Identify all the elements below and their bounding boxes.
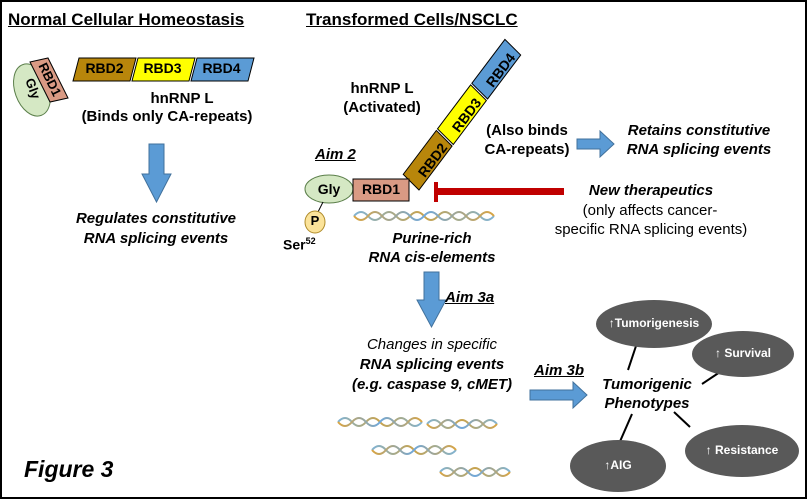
rbd4-domain-normal — [190, 57, 255, 82]
rbd2-label-normal: RBD2 — [85, 60, 124, 76]
aim2-label: Aim 2 — [315, 146, 356, 163]
connector-survival — [701, 371, 721, 385]
oval-survival — [692, 331, 794, 377]
activated-protein-name: hnRNP L — [350, 80, 414, 97]
phospho-label: P — [310, 213, 320, 228]
phenotype-tumorigenesis: ↑Tumorigenesis — [608, 316, 700, 330]
changes-line2: RNA splicing events — [359, 356, 505, 373]
activated-domain-stack — [402, 38, 522, 191]
rbd2-domain-normal — [72, 57, 137, 82]
connector-resistance — [673, 411, 691, 428]
aim3a-label: Aim 3a — [445, 289, 495, 306]
arrow-retains-right — [576, 129, 615, 159]
phenotype-survival: ↑ Survival — [714, 346, 772, 360]
normal-binding: (Binds only CA-repeats) — [81, 108, 253, 125]
red-inhibitor-arrow — [434, 182, 564, 202]
aim3b-label: Aim 3b — [534, 362, 585, 379]
ser-text: Ser — [283, 236, 306, 253]
therapeutics-line2: specific RNA splicing events) — [554, 221, 748, 238]
header-transformed: Transformed Cells/NSCLC — [306, 10, 518, 29]
gly-label-activated: Gly — [317, 181, 341, 197]
retains-line1: Retains constitutive — [627, 122, 771, 139]
rbd4-domain-activated — [471, 38, 522, 100]
ser52-label: Ser52 — [283, 236, 316, 253]
rbd3-domain-activated — [436, 84, 488, 146]
rna-strand-3 — [371, 445, 457, 455]
also-binds-line2: CA-repeats) — [484, 141, 570, 158]
rna-strand-4 — [439, 467, 511, 477]
rbd1-domain-normal — [29, 57, 69, 103]
header-normal: Normal Cellular Homeostasis — [8, 10, 245, 29]
also-binds-line1: (Also binds — [486, 122, 568, 139]
oval-resistance — [685, 425, 799, 477]
arrow-aim3a-down — [416, 271, 447, 329]
changes-line3: (e.g. caspase 9, cMET) — [351, 376, 513, 393]
rbd1-label-activated: RBD1 — [361, 181, 401, 197]
arrow-aim3b-right — [529, 380, 588, 410]
therapeutics-line1: (only affects cancer- — [582, 202, 718, 219]
arrow-normal-down — [141, 143, 172, 204]
purine-line2: RNA cis-elements — [368, 249, 496, 266]
changes-line1: Changes in specific — [366, 336, 498, 353]
therapeutics-title: New therapeutics — [588, 182, 714, 199]
phenotype-aig: ↑AIG — [604, 458, 632, 472]
activated-state: (Activated) — [343, 99, 421, 116]
phenotypes-line1: Tumorigenic — [602, 376, 692, 393]
rbd2-domain-activated — [402, 129, 453, 191]
rbd3-domain-normal — [131, 57, 196, 82]
phenotypes-line2: Phenotypes — [604, 395, 690, 412]
oval-aig — [570, 440, 666, 492]
purine-line1: Purine-rich — [392, 230, 472, 247]
rbd1-domain-activated — [352, 178, 410, 202]
rna-strand-1 — [337, 417, 423, 427]
rna-strand-purine — [353, 211, 495, 221]
figure-label: Figure 3 — [24, 456, 114, 482]
normal-result-line2: RNA splicing events — [83, 230, 229, 247]
rna-strand-2 — [426, 419, 498, 429]
ser-superscript: 52 — [305, 236, 316, 246]
retains-line2: RNA splicing events — [626, 141, 772, 158]
phenotype-resistance: ↑ Resistance — [705, 443, 779, 457]
oval-tumorigenesis — [596, 300, 712, 348]
phospho-circle — [304, 210, 326, 234]
normal-result-line1: Regulates constitutive — [75, 210, 237, 227]
rbd3-label-normal: RBD3 — [143, 60, 182, 76]
normal-protein-name: hnRNP L — [150, 90, 214, 107]
rbd4-label-normal: RBD4 — [202, 60, 241, 76]
